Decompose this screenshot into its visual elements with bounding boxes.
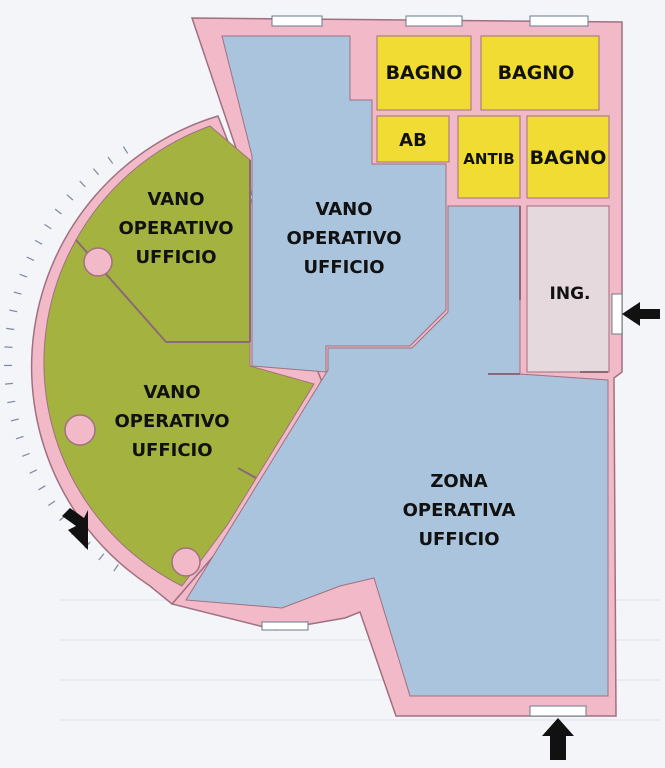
window-right-door — [611, 293, 623, 335]
window-mullion — [4, 382, 13, 385]
window-mullion — [122, 146, 129, 154]
window-mullion — [113, 564, 119, 572]
label-green-top-line3: UFFICIO — [135, 247, 216, 268]
label-zona-line1: ZONA — [430, 471, 487, 492]
window-mullion — [19, 273, 28, 278]
label-bagno-1: BAGNO — [386, 62, 463, 84]
label-zona-line2: OPERATIVA — [403, 500, 516, 521]
label-green-bottom-line3: UFFICIO — [131, 440, 212, 461]
entrance-arrow-bottom-left — [62, 508, 88, 550]
room-blue-zona — [185, 205, 609, 697]
room-labels: BAGNO BAGNO AB ANTIB BAGNO ING. VANO OPE… — [114, 62, 606, 550]
label-green-top-line1: VANO — [147, 189, 204, 210]
window-top-2 — [405, 15, 463, 27]
window-top-3 — [529, 15, 589, 27]
window-mullion — [34, 239, 43, 245]
window-mullion — [29, 469, 38, 474]
window-mullion — [44, 223, 52, 230]
window-mullion — [66, 194, 74, 201]
label-center-line1: VANO — [315, 199, 372, 220]
label-zona-line3: UFFICIO — [418, 529, 499, 550]
window-mullion — [79, 180, 86, 188]
label-ing: ING. — [550, 284, 591, 304]
room-blue-center — [221, 35, 447, 373]
entrance-arrows — [62, 302, 660, 760]
window-mullion — [7, 400, 16, 404]
window-mullion — [48, 500, 56, 506]
room-bagno-3 — [526, 115, 610, 199]
window-mullion — [92, 168, 100, 176]
label-center-line3: UFFICIO — [303, 257, 384, 278]
window-mullion — [26, 256, 35, 261]
pillar-bottom — [171, 547, 201, 577]
entrance-arrow-bottom — [542, 718, 574, 760]
room-ab — [376, 115, 450, 163]
entrance-arrow-right — [622, 302, 660, 326]
room-green-bottom — [43, 239, 315, 587]
label-green-bottom-line1: VANO — [143, 382, 200, 403]
window-mullion — [54, 208, 62, 215]
window-mullion — [107, 156, 114, 164]
window-mullion — [10, 418, 19, 422]
windows — [261, 15, 623, 717]
pillar-top — [83, 247, 113, 277]
window-mullion — [9, 309, 18, 313]
label-bagno-3: BAGNO — [530, 147, 607, 169]
window-mullion — [38, 485, 46, 491]
room-bagno-2 — [480, 35, 600, 111]
pillars — [64, 247, 201, 577]
window-bottom-door — [529, 705, 587, 717]
window-mullion — [21, 452, 30, 457]
label-green-top-line2: OPERATIVO — [118, 218, 233, 239]
window-top-1 — [271, 15, 323, 27]
window-mullion — [4, 346, 13, 348]
room-ing — [526, 205, 610, 373]
window-mullion — [98, 553, 105, 561]
room-bagno-1 — [376, 35, 472, 111]
label-bagno-2: BAGNO — [498, 62, 575, 84]
label-center-line2: OPERATIVO — [286, 228, 401, 249]
label-ab: AB — [399, 130, 427, 151]
window-mullion — [6, 327, 15, 331]
pillar-middle — [64, 414, 96, 446]
window-bottom-left — [261, 621, 309, 631]
room-antib — [457, 115, 521, 199]
label-green-bottom-line2: OPERATIVO — [114, 411, 229, 432]
window-mullion — [13, 291, 22, 295]
label-antib: ANTIB — [463, 150, 514, 168]
window-mullion — [15, 435, 24, 440]
